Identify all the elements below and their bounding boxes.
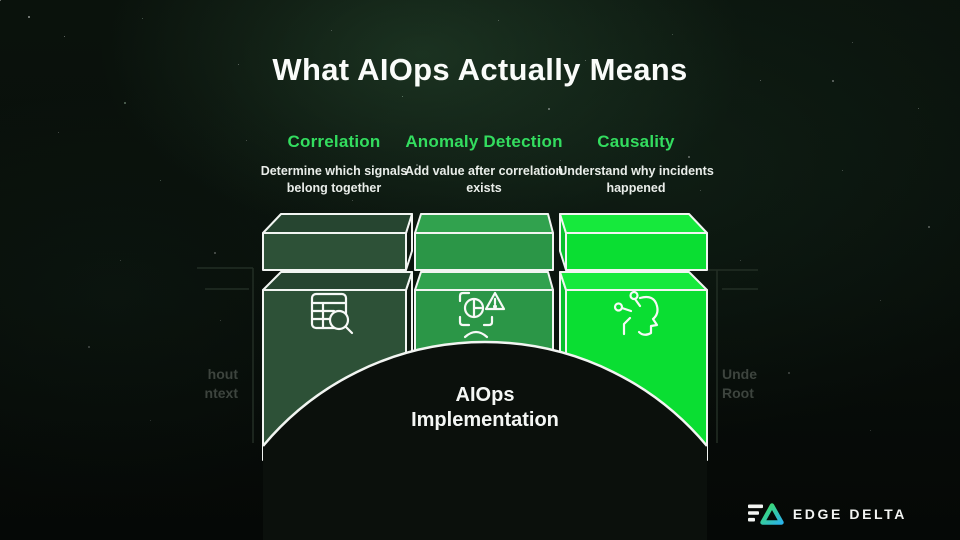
table-search-icon [310, 292, 354, 335]
edge-delta-logo-text: EDGE DELTA [792, 506, 907, 522]
ghost-box-left-lines [197, 267, 254, 443]
correlation-title: Correlation [287, 132, 381, 151]
ghost-text-right-line1: Unde [722, 366, 757, 382]
anomaly-box-lid [414, 213, 554, 271]
causality-box-lid [559, 213, 708, 271]
ghost-text-right: Unde Root [722, 365, 794, 402]
anomaly-description: Add value after correlation exists [404, 164, 564, 195]
ghost-box-right-lines [708, 269, 758, 443]
causality-description: Understand why incidents happened [558, 164, 714, 195]
dome-label: AIOps Implementation [411, 384, 559, 431]
page-title: What AIOps Actually Means [272, 52, 688, 87]
ghost-text-right-line2: Root [722, 384, 754, 401]
column-anomaly-header: Anomaly Detection Add value after correl… [402, 132, 566, 196]
ghost-text-left-line2: ntext [204, 384, 238, 401]
edge-delta-logo-icon [747, 503, 784, 525]
ghost-text-left: hout ntext [166, 365, 238, 402]
column-correlation-header: Correlation Determine which signals belo… [252, 132, 416, 196]
edge-delta-logo: EDGE DELTA [747, 501, 907, 527]
anomaly-title: Anomaly Detection [405, 132, 563, 151]
starfield-dots-large [28, 16, 30, 18]
correlation-box-lid [262, 213, 413, 271]
starfield-dots [0, 0, 1, 1]
column-causality-header: Causality Understand why incidents happe… [554, 132, 718, 196]
causal-mind-icon [613, 290, 659, 336]
ghost-text-left-line1: hout [207, 366, 238, 382]
implementation-dome-arc [262, 340, 708, 447]
implementation-dome [263, 342, 707, 540]
correlation-description: Determine which signals belong together [260, 164, 408, 195]
causality-title: Causality [597, 132, 675, 151]
anomaly-scan-icon [458, 291, 506, 339]
